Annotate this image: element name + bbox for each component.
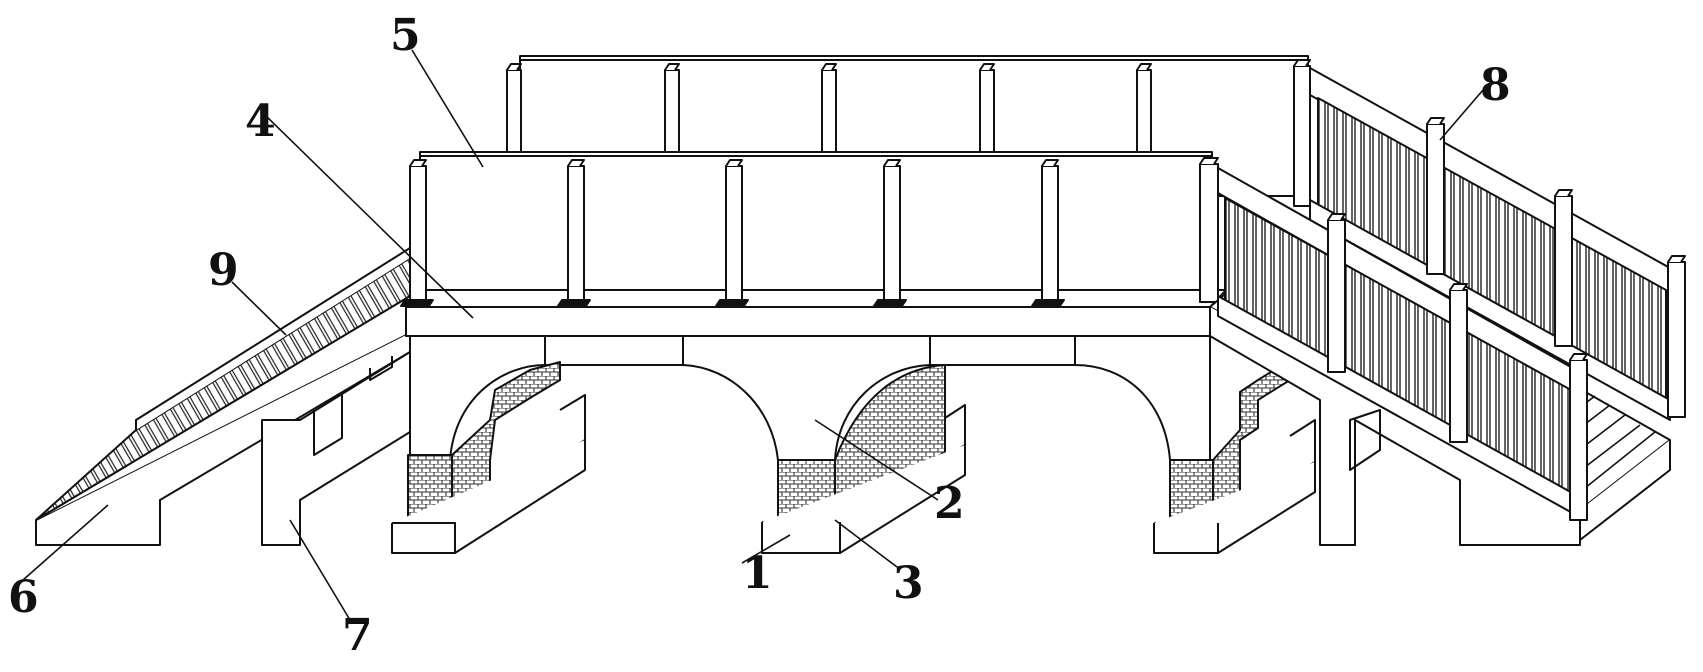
label-8: 8 xyxy=(1480,60,1511,111)
front-wall-panels xyxy=(401,152,1218,306)
leader-9 xyxy=(232,282,286,335)
label-4: 4 xyxy=(245,96,276,147)
left-pier xyxy=(392,336,585,553)
label-3: 3 xyxy=(893,558,924,609)
label-5: 5 xyxy=(390,10,421,61)
leader-8 xyxy=(1440,90,1483,140)
label-9: 9 xyxy=(208,245,239,296)
label-1: 1 xyxy=(742,548,773,599)
label-2: 2 xyxy=(934,478,965,529)
label-7: 7 xyxy=(342,610,373,661)
center-pier xyxy=(683,336,965,553)
label-6: 6 xyxy=(8,572,39,623)
leader-7 xyxy=(290,520,350,620)
leader-5 xyxy=(412,50,483,167)
